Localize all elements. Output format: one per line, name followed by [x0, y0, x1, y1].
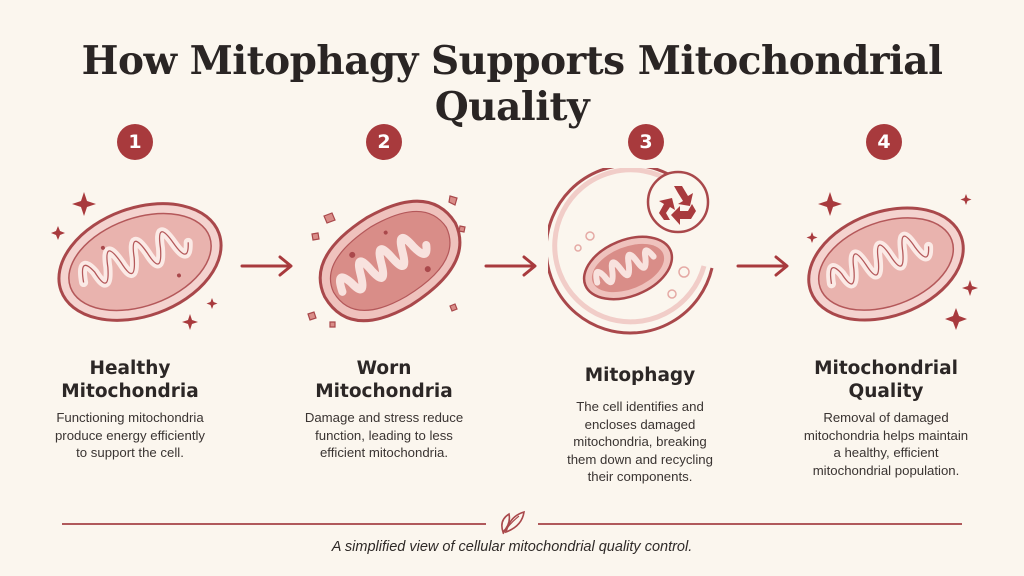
mitophagy-illustration	[548, 168, 714, 335]
step-4-title: Mitochondrial Quality	[814, 358, 958, 402]
step-1-title: Healthy Mitochondria	[61, 358, 199, 402]
step-1-badge: 1	[117, 124, 153, 160]
footer-caption: A simplified view of cellular mitochondr…	[331, 539, 693, 555]
debris-fragments	[307, 195, 466, 328]
sparkle-icon	[51, 192, 218, 330]
page-title: How Mitophagy Supports Mitochondrial Qua…	[81, 38, 943, 130]
footer-divider-right	[538, 523, 962, 525]
step-2-badge: 2	[366, 124, 402, 160]
leaf-icon	[501, 510, 525, 535]
arrow-right-icon	[484, 255, 537, 277]
footer-divider-left	[62, 523, 486, 525]
step-3-description: The cell identifies and encloses damaged…	[567, 399, 713, 484]
arrow-right-icon	[240, 255, 293, 277]
step-4-badge: 4	[866, 124, 902, 160]
step-3-badge: 3	[628, 124, 664, 160]
step-1-description: Functioning mitochondria produce energy …	[54, 410, 206, 460]
healthy-mitochondrion-illustration	[51, 192, 223, 330]
worn-mitochondrion-illustration	[307, 195, 466, 328]
arrow-right-icon	[736, 255, 789, 277]
sparkle-icon	[806, 192, 978, 330]
recycle-icon	[659, 186, 696, 225]
step-2-title: Worn Mitochondria	[315, 358, 453, 402]
step-3-title: Mitophagy	[584, 365, 696, 386]
quality-mitochondrion-illustration	[806, 192, 978, 330]
step-2-description: Damage and stress reduce function, leadi…	[304, 410, 464, 460]
step-4-description: Removal of damaged mitochondria helps ma…	[803, 410, 969, 478]
